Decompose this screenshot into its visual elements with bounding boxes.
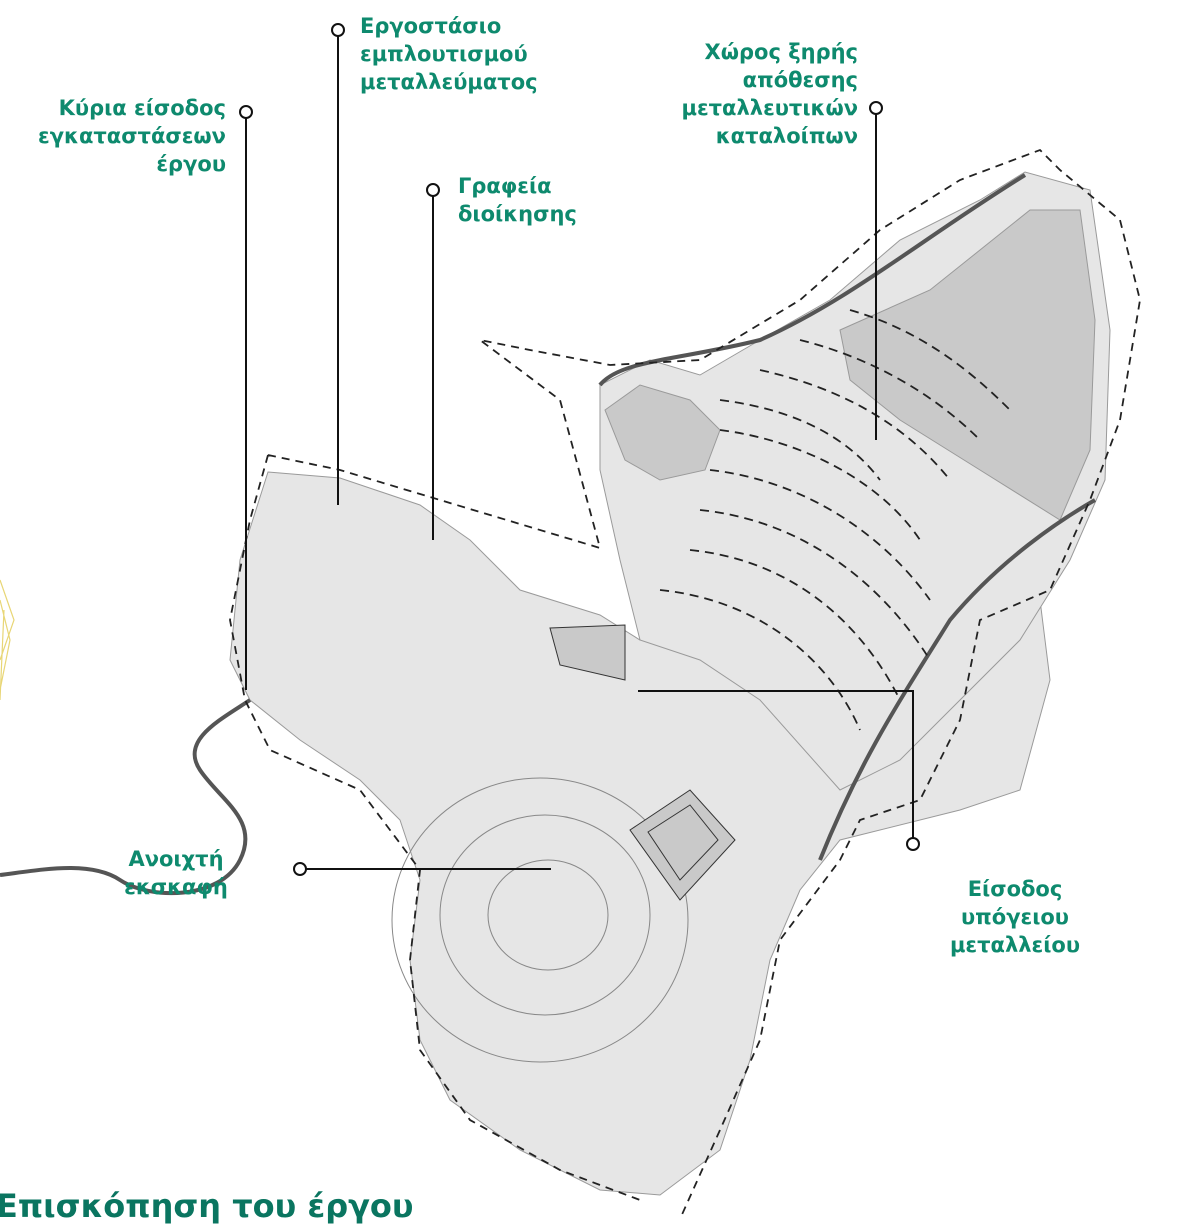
open-pit-outer	[391, 777, 689, 1063]
small-pyramid	[549, 624, 626, 681]
stockpile-pyramid	[629, 789, 736, 901]
circle-marker-icon	[426, 183, 440, 197]
tailings-cells	[839, 209, 1096, 521]
open-pit-inner	[487, 859, 609, 971]
decorative-wireframe	[0, 579, 15, 701]
circle-marker-icon	[869, 101, 883, 115]
access-roads	[0, 173, 1096, 896]
leader-underground-entrance	[638, 690, 914, 838]
label-underground-entrance: Είσοδος υπόγειου μεταλλείου	[949, 877, 1081, 957]
leader-lines	[245, 30, 914, 870]
circle-marker-icon	[906, 837, 920, 851]
circle-marker-icon	[331, 23, 345, 37]
tailings-contours	[659, 309, 1011, 731]
northern-road	[598, 173, 1027, 387]
haul-road-east	[818, 498, 1096, 861]
page-title: Επισκόπηση του έργου	[0, 1187, 414, 1225]
water-pond	[604, 384, 721, 481]
label-processing-plant: Εργοστάσιο εμπλουτισμού μεταλλεύματος	[360, 14, 538, 94]
circle-marker-icon	[239, 105, 253, 119]
project-boundary	[229, 148, 1141, 1219]
label-main-entrance: Κύρια είσοδος εγκαταστάσεων έργου	[38, 96, 226, 176]
access-road-west	[0, 698, 252, 896]
label-open-pit: Ανοιχτή εκσκαφή	[124, 847, 228, 899]
callout-markers	[239, 23, 920, 876]
open-pit-mid	[439, 814, 651, 1016]
circle-marker-icon	[293, 862, 307, 876]
label-tailings: Χώρος ξηρής απόθεσης μεταλλευτικών καταλ…	[681, 40, 858, 148]
site-footprint	[229, 171, 1111, 1196]
label-offices: Γραφεία διοίκησης	[458, 174, 577, 226]
